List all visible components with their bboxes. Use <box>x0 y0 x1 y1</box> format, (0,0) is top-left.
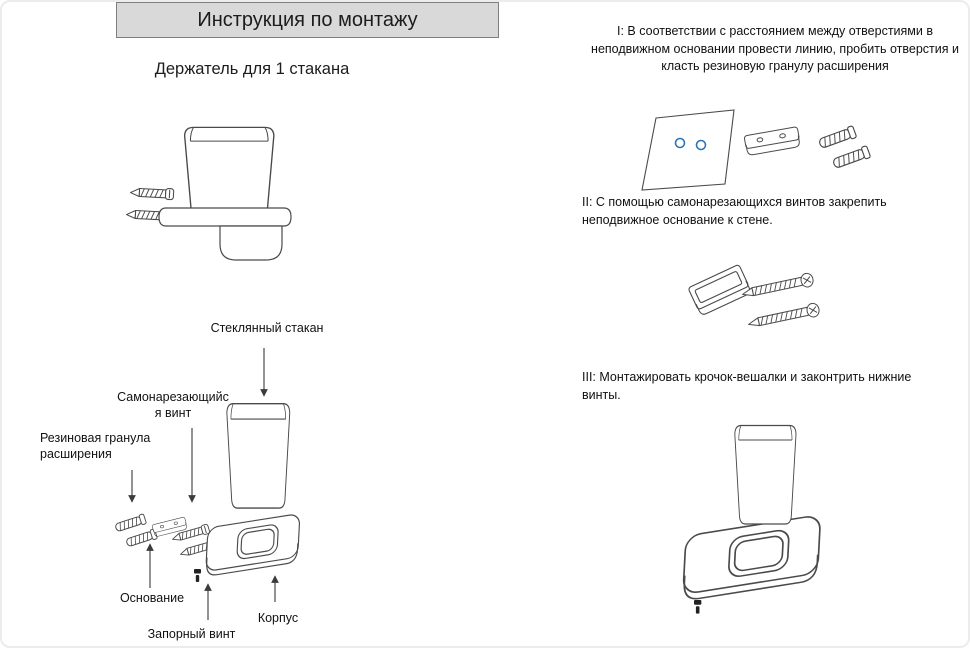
step-2-drawing <box>687 263 821 332</box>
step-3-drawing <box>681 424 822 614</box>
self-tapping-screw-drawing <box>740 271 815 302</box>
glass-cup-drawing <box>226 403 291 509</box>
wall-surface-drawing <box>641 109 735 191</box>
expansion-anchor-drawing <box>831 145 872 171</box>
label-rubber-granule-line1: Резиновая гранула <box>40 431 151 445</box>
label-self-tapping-screw-line1: Самонарезающийс <box>117 390 229 404</box>
expansion-anchor-drawing <box>113 513 147 534</box>
expansion-anchor-drawing <box>124 528 158 549</box>
glass-cup-drawing <box>734 424 797 525</box>
set-screw-drawing <box>194 569 201 582</box>
label-body: Корпус <box>257 611 299 625</box>
drill-hole-mark <box>695 139 707 151</box>
expansion-anchor-drawing <box>817 125 858 151</box>
page-title-text: Инструкция по монтажу <box>197 8 418 31</box>
exploded-diagram-drawing <box>113 348 301 620</box>
drill-hole-mark <box>674 137 686 149</box>
label-glass-cup: Стеклянный стакан <box>210 321 324 335</box>
holder-body-drawing <box>204 512 301 578</box>
base-plate-drawing <box>743 126 802 157</box>
holder-body-drawing <box>219 225 283 261</box>
product-subtitle: Держатель для 1 стакана <box>154 60 350 78</box>
label-lock-screw: Запорный винт <box>147 627 236 641</box>
set-screw-drawing <box>694 600 702 614</box>
step-1-drawing <box>641 109 872 191</box>
holder-plate-drawing <box>158 207 292 227</box>
holder-body-drawing <box>681 513 822 602</box>
self-tapping-screw-drawing <box>746 301 821 332</box>
page-title: Инструкция по монтажу <box>116 2 499 38</box>
pointer-arrows <box>128 348 279 620</box>
glass-cup-drawing <box>183 126 275 222</box>
assembled-holder-drawing <box>125 126 292 261</box>
step-3-text: III: Монтажировать крочок-вешалки и зако… <box>582 370 912 402</box>
base-frame-drawing <box>687 263 753 317</box>
label-self-tapping-screw-line2: я винт <box>154 405 192 420</box>
label-rubber-granule: Резиновая гранула расширения <box>40 431 172 462</box>
step-1-text: I: В соответствии с расстоянием между от… <box>591 24 959 73</box>
label-base: Основание <box>119 591 185 605</box>
label-self-tapping-screw: Самонарезающийс я винт <box>110 390 236 421</box>
mounting-screw-drawing <box>129 186 175 201</box>
step-2-text: II: С помощью самонарезающихся винтов за… <box>582 195 887 227</box>
label-rubber-granule-line2: расширения <box>40 446 112 461</box>
